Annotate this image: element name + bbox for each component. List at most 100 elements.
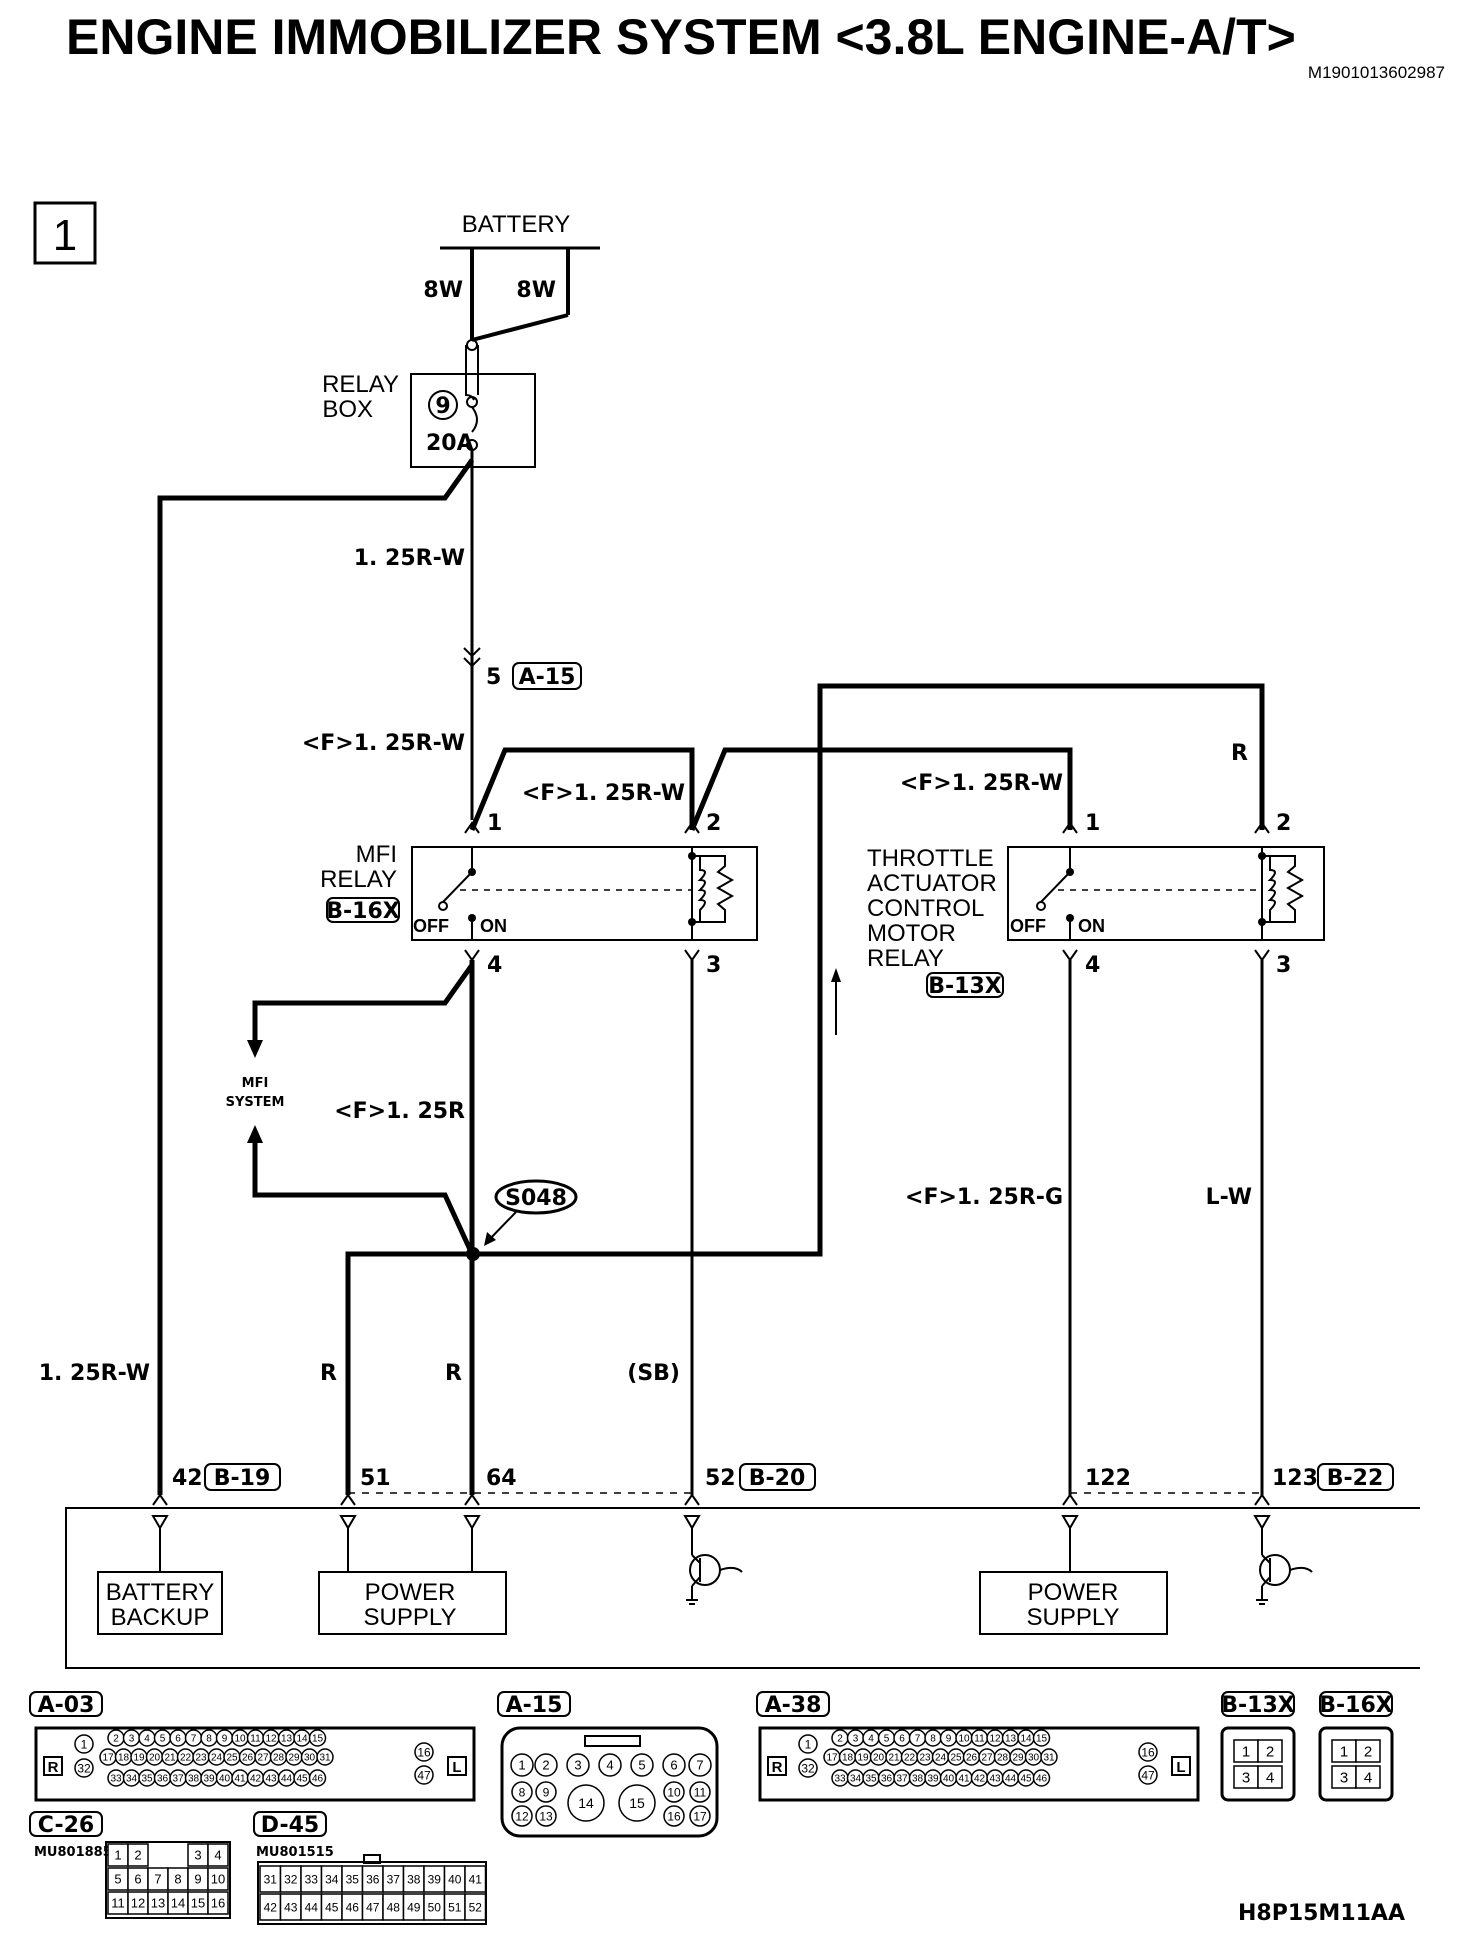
- pin-number: 5: [638, 1758, 645, 1773]
- pin-number: 48: [387, 1900, 401, 1914]
- mfi-relay-pin3: 3: [706, 953, 721, 978]
- sb-label: (SB): [627, 1361, 680, 1386]
- pin-number: 27: [257, 1753, 269, 1764]
- pin-number: 5: [160, 1734, 166, 1745]
- legend-a38-connector: [758, 1726, 1200, 1802]
- battery-backup-wire: [157, 458, 475, 1495]
- pin-number: 40: [448, 1872, 462, 1886]
- pin-circle: [510, 1753, 534, 1777]
- pin-number: 39: [927, 1774, 939, 1785]
- pin-number: 42: [264, 1900, 278, 1914]
- power-supply-2-line1: POWER: [1028, 1579, 1119, 1606]
- pin-number: 26: [966, 1753, 978, 1764]
- mfi-relay-connector-tag: [326, 897, 400, 923]
- legend-a38-tag: [756, 1691, 830, 1717]
- pin-circle: [689, 1805, 711, 1827]
- r-left-label: R: [320, 1361, 337, 1386]
- ecu-pin-123: 123: [1272, 1466, 1318, 1491]
- pin-circle: [308, 1769, 327, 1787]
- throttle-out-3-label: L-W: [1206, 1185, 1252, 1210]
- pin-number: 17: [826, 1753, 838, 1764]
- pin-number: 13: [539, 1809, 553, 1823]
- mfi-relay-connector-label: B-16X: [326, 899, 400, 924]
- ecu-input-122: [1061, 1515, 1079, 1530]
- b22-label: B-22: [1327, 1466, 1384, 1491]
- pin-number: 15: [312, 1734, 324, 1745]
- pin-number: 35: [141, 1774, 153, 1785]
- pin-circle: [535, 1781, 557, 1803]
- pin-number: 17: [693, 1809, 707, 1823]
- pin-number: 47: [417, 1768, 431, 1782]
- pin-number: 18: [118, 1753, 130, 1764]
- pin-circle: [511, 1781, 533, 1803]
- ecu-input-52: [683, 1515, 701, 1530]
- pin-number: 7: [696, 1758, 703, 1773]
- pin-number: 18: [842, 1753, 854, 1764]
- connector-a15-pin: 5: [486, 665, 501, 690]
- pin-number: 50: [428, 1900, 442, 1914]
- pin-number: 4: [606, 1758, 613, 1773]
- mfi-coil-resistor: [700, 855, 735, 923]
- legend-d45-key: [363, 1854, 381, 1864]
- pin-circle: [798, 1734, 818, 1754]
- pin-number: 43: [284, 1900, 298, 1914]
- pin-number: 8: [174, 1872, 181, 1887]
- pin-number: 14: [171, 1896, 185, 1911]
- ecu-driver-transistor-2: [1256, 1528, 1313, 1605]
- power-supply-1-line1: POWER: [365, 1579, 456, 1606]
- pin-number: 22: [180, 1753, 192, 1764]
- pin-number: 24: [211, 1753, 223, 1764]
- pin51-mark: [340, 1493, 356, 1506]
- pin-cell: [1257, 1765, 1283, 1789]
- legend-b13x-label: B-13X: [1221, 1693, 1295, 1718]
- pin-number: 6: [175, 1734, 181, 1745]
- pin-number: 9: [222, 1734, 228, 1745]
- pin-number: 6: [899, 1734, 905, 1745]
- pin-number: 2: [1266, 1743, 1274, 1760]
- pin-circle: [567, 1784, 605, 1822]
- legend-a38-label: A-38: [765, 1693, 822, 1718]
- pin-number: 45: [1020, 1774, 1032, 1785]
- legend-a03-l: L: [452, 1759, 461, 1776]
- b19-tag: [204, 1463, 281, 1491]
- pin-number: 38: [188, 1774, 200, 1785]
- mfi-relay-pin2: 2: [706, 811, 721, 836]
- ecu-pin-42: 42: [172, 1466, 203, 1491]
- pin-number: 38: [407, 1872, 421, 1886]
- pin-cell: [207, 1867, 229, 1891]
- pin-cell: [1257, 1739, 1283, 1763]
- pin-number: 4: [868, 1734, 874, 1745]
- pin-number: 28: [997, 1753, 1009, 1764]
- ecu-input-123: [1253, 1515, 1271, 1530]
- pin-number: 16: [211, 1896, 225, 1911]
- pin-number: 41: [958, 1774, 970, 1785]
- pin-number: 32: [77, 1761, 91, 1775]
- battery-wire-left-label: 8W: [423, 278, 463, 303]
- pin-number: 11: [250, 1734, 261, 1745]
- legend-a03-l-box: [447, 1756, 467, 1776]
- mfi-relay-label-line1: MFI: [356, 841, 397, 868]
- pin-number: 16: [667, 1809, 681, 1823]
- pin-number: 3: [129, 1734, 135, 1745]
- pin-number: 44: [281, 1774, 293, 1785]
- ecu-boundary: [65, 1507, 1420, 1669]
- pin-number: 46: [1036, 1774, 1048, 1785]
- pin-number: 36: [157, 1774, 169, 1785]
- pin-number: 41: [234, 1774, 246, 1785]
- pin-circle: [798, 1758, 818, 1778]
- pin-number: 13: [151, 1896, 165, 1911]
- throttle-switch-blade: [1040, 871, 1071, 903]
- pin-cell: [1355, 1765, 1381, 1789]
- throttle-relay-pin1: 1: [1085, 811, 1100, 836]
- pin64-mark: [464, 1493, 480, 1506]
- pin-number: 36: [881, 1774, 893, 1785]
- pin-number: 4: [144, 1734, 150, 1745]
- pin-circle: [414, 1742, 434, 1762]
- pin-circle: [630, 1753, 654, 1777]
- pin-number: 33: [110, 1774, 122, 1785]
- throttle-relay-coil-feed-wire: [473, 683, 1265, 1257]
- b19-label: B-19: [214, 1466, 271, 1491]
- mfi-switch-off-label: OFF: [413, 916, 449, 936]
- pin-circle: [689, 1781, 711, 1803]
- throttle-switch-off-label: OFF: [1010, 916, 1046, 936]
